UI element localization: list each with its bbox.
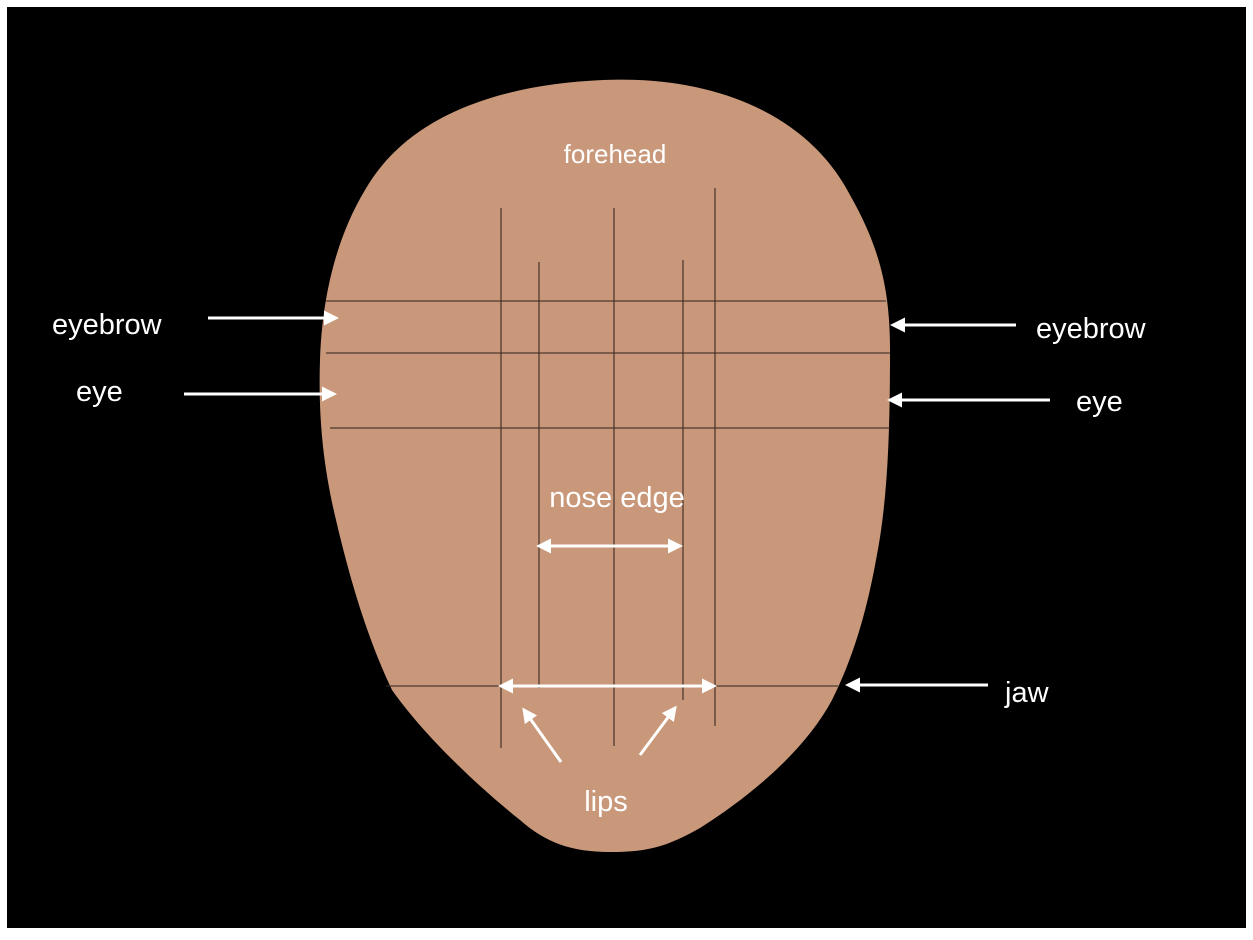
forehead-label: forehead [564,139,667,169]
jaw-label: jaw [1004,677,1050,709]
eyebrow-left-label: eyebrow [52,309,163,341]
lips-label: lips [584,786,628,818]
eyebrow-right-label: eyebrow [1036,313,1147,345]
eye-left-label: eye [76,376,123,408]
nose-edge-label: nose edge [549,482,684,514]
eye-right-label: eye [1076,386,1123,418]
